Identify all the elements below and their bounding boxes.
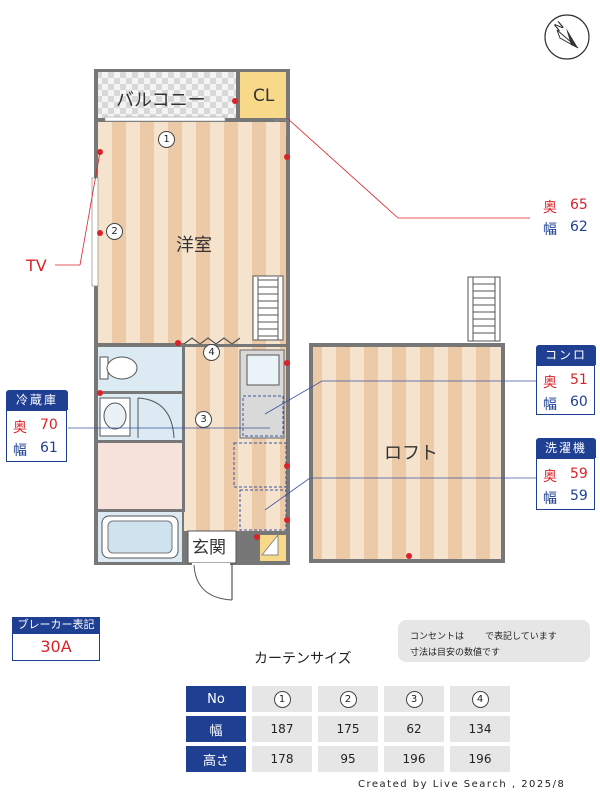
- bathtub-icon: [101, 515, 179, 559]
- washer-info-box: [536, 458, 595, 510]
- fridge-title: 冷蔵庫: [6, 390, 68, 410]
- washer-depth-label: 奥: [543, 469, 557, 485]
- stove-width-value: 60: [570, 394, 588, 410]
- stove-info-box: [536, 365, 595, 415]
- curtain-title: カーテンサイズ: [254, 651, 352, 667]
- breaker-title: ブレーカー表記: [12, 617, 100, 633]
- curtain-width-2: 175: [318, 716, 378, 742]
- washer-width-value: 59: [570, 488, 588, 504]
- stove-title: コンロ: [536, 345, 596, 365]
- entrance-door-icon: [192, 563, 233, 601]
- curtain-width-4: 134: [450, 716, 510, 742]
- curtain-row-height-label: 高さ: [186, 746, 246, 772]
- window-marker-3: 3: [195, 411, 212, 428]
- washer-width-label: 幅: [543, 491, 557, 507]
- credit-text: Created by Live Search , 2025/8: [358, 779, 566, 790]
- curtain-col-4: 4: [471, 690, 489, 708]
- curtain-header-no: No: [186, 686, 246, 712]
- fridge-width-label: 幅: [13, 443, 27, 459]
- stove-depth-label: 奥: [543, 375, 557, 391]
- fridge-width-value: 61: [40, 440, 58, 456]
- curtain-col-3: 3: [405, 690, 423, 708]
- entrance-label: 玄関: [192, 538, 226, 558]
- toilet-icon: [99, 356, 138, 380]
- curtain-height-2: 95: [318, 746, 378, 772]
- loft-floor: [313, 347, 501, 559]
- closet-area: [240, 72, 286, 118]
- curtain-height-4: 196: [450, 746, 510, 772]
- cl-width-value: 62: [570, 219, 588, 235]
- notes-line2: 寸法は目安の数値です: [410, 648, 501, 658]
- curtain-width-1: 187: [252, 716, 312, 742]
- fridge-space: [233, 442, 287, 488]
- curtain-col-1: 1: [273, 690, 291, 708]
- curtain-table: No 1 2 3 4 幅 187 175 62 134 高さ 178 95 19…: [180, 682, 516, 776]
- washer-title: 洗濯機: [536, 438, 596, 458]
- window-marker-2: 2: [106, 223, 123, 240]
- balcony-area: [98, 72, 236, 118]
- cl-width-label: 幅: [543, 222, 557, 238]
- stove-space: [242, 395, 284, 437]
- outlet-markers: [97, 98, 412, 559]
- loft-ladder-icon: [467, 276, 501, 342]
- notes-line1: コンセントは: [410, 632, 465, 642]
- tv-label: TV: [26, 256, 47, 275]
- washer-space: [239, 489, 287, 531]
- stove-width-label: 幅: [543, 397, 557, 413]
- loft-label: ロフト: [384, 443, 438, 464]
- stove-depth-value: 51: [570, 372, 588, 388]
- table-row: 幅 187 175 62 134: [186, 716, 510, 742]
- room-ladder-icon: [252, 275, 284, 341]
- curtain-height-3: 196: [384, 746, 444, 772]
- curtain-height-1: 178: [252, 746, 312, 772]
- window-marker-1: 1: [158, 131, 175, 148]
- compass-icon: [544, 14, 590, 60]
- breaker-value: 30A: [12, 633, 100, 661]
- closet-label: CL: [253, 86, 275, 106]
- cl-depth-value: 65: [570, 197, 588, 213]
- balcony-label: バルコニー: [116, 90, 206, 111]
- table-row: 高さ 178 95 196 196: [186, 746, 510, 772]
- fridge-depth-label: 奥: [13, 420, 27, 436]
- fridge-depth-value: 70: [40, 417, 58, 433]
- sink-icon: [99, 397, 131, 437]
- curtain-col-2: 2: [339, 690, 357, 708]
- table-row: No 1 2 3 4: [186, 686, 510, 712]
- window-marker-4: 4: [203, 344, 220, 361]
- entrance-area: [187, 530, 237, 564]
- cl-depth-label: 奥: [543, 200, 557, 216]
- western-room-label: 洋室: [176, 235, 212, 256]
- curtain-row-width-label: 幅: [186, 716, 246, 742]
- notes-box: [398, 620, 590, 662]
- kitchen-sink-icon: [246, 354, 280, 386]
- notes-line1b: で表記しています: [485, 632, 557, 642]
- curtain-width-3: 62: [384, 716, 444, 742]
- dressing-area: [98, 443, 182, 509]
- washer-depth-value: 59: [570, 466, 588, 482]
- fridge-info-box: [6, 410, 67, 462]
